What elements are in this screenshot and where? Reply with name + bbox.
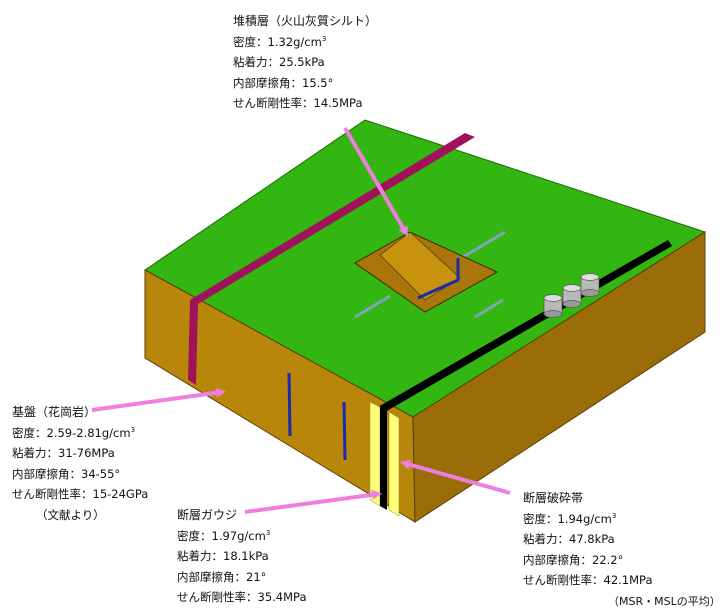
- breccia-cohesion: 粘着力：47.8kPa: [523, 532, 615, 546]
- blue-line: [417, 258, 460, 300]
- blue-line: [287, 372, 292, 437]
- blue-line: [342, 401, 347, 461]
- gouge-density: 密度：1.97g/cm3: [177, 528, 271, 543]
- tank-icon: [580, 273, 600, 297]
- deposit-title: 堆積層（火山灰質シルト）: [233, 14, 378, 28]
- cyan-line: [474, 298, 504, 319]
- gouge-friction-angle: 内部摩擦角：21°: [177, 569, 267, 584]
- breccia-arrow: [400, 459, 511, 495]
- fault-breccia-label: 断層破砕帯 密度：1.94g/cm3 粘着力：47.8kPa 内部摩擦角：22.…: [523, 488, 653, 591]
- trench-pit-inner-wall: [379, 231, 461, 301]
- cyan-line: [462, 230, 506, 259]
- deposit-friction-angle: 内部摩擦角：15.5°: [233, 75, 334, 90]
- tank-icon: [562, 284, 582, 308]
- breccia-density: 密度：1.94g/cm3: [523, 511, 617, 526]
- deposit-cohesion: 粘着力：25.5kPa: [233, 55, 325, 69]
- bedrock-title: 基盤（花崗岩）: [12, 405, 97, 419]
- bedrock-arrow: [91, 387, 226, 412]
- storage-tanks: [543, 273, 600, 318]
- gouge-shear-modulus: せん断剛性率：35.4MPa: [177, 590, 307, 604]
- bedrock-label: 基盤（花崗岩） 密度：2.59-2.81g/cm3 粘着力：31-76MPa 内…: [12, 402, 148, 525]
- breccia-friction-angle: 内部摩擦角：22.2°: [523, 552, 624, 567]
- cyan-line: [354, 294, 391, 319]
- gouge-title: 断層ガウジ: [177, 508, 238, 522]
- deposit-density: 密度：1.32g/cm3: [233, 34, 327, 49]
- bedrock-shear-modulus: せん断剛性率：15-24GPa: [12, 487, 149, 501]
- bedrock-friction-angle: 内部摩擦角：34-55°: [12, 466, 121, 481]
- fault-core-face: [380, 407, 387, 510]
- footnote: （MSR・MSLの平均）: [608, 595, 721, 608]
- bedrock-note: （文献より）: [36, 507, 105, 522]
- gouge-arrow: [244, 489, 382, 514]
- breccia-title: 断層破砕帯: [523, 491, 584, 505]
- block-right-face: [412, 231, 706, 523]
- bedrock-cohesion: 粘着力：31-76MPa: [12, 446, 115, 460]
- deposit-layer-label: 堆積層（火山灰質シルト） 密度：1.32g/cm3 粘着力：25.5kPa 内部…: [233, 11, 377, 114]
- fault-gouge-label: 断層ガウジ 密度：1.97g/cm3 粘着力：18.1kPa 内部摩擦角：21°…: [177, 505, 307, 608]
- fault-gouge-band: [369, 401, 381, 507]
- magenta-fault-face: [188, 300, 198, 385]
- fault-gouge-band: [388, 411, 400, 517]
- magenta-fault-surface: [190, 133, 475, 304]
- breccia-shear-modulus: せん断剛性率：42.1MPa: [523, 573, 653, 587]
- tank-icon: [543, 294, 563, 318]
- gouge-cohesion: 粘着力：18.1kPa: [177, 549, 269, 563]
- deposit-arrow: [343, 126, 409, 237]
- bedrock-density: 密度：2.59-2.81g/cm3: [12, 425, 136, 440]
- deposit-shear-modulus: せん断剛性率：14.5MPa: [233, 96, 363, 110]
